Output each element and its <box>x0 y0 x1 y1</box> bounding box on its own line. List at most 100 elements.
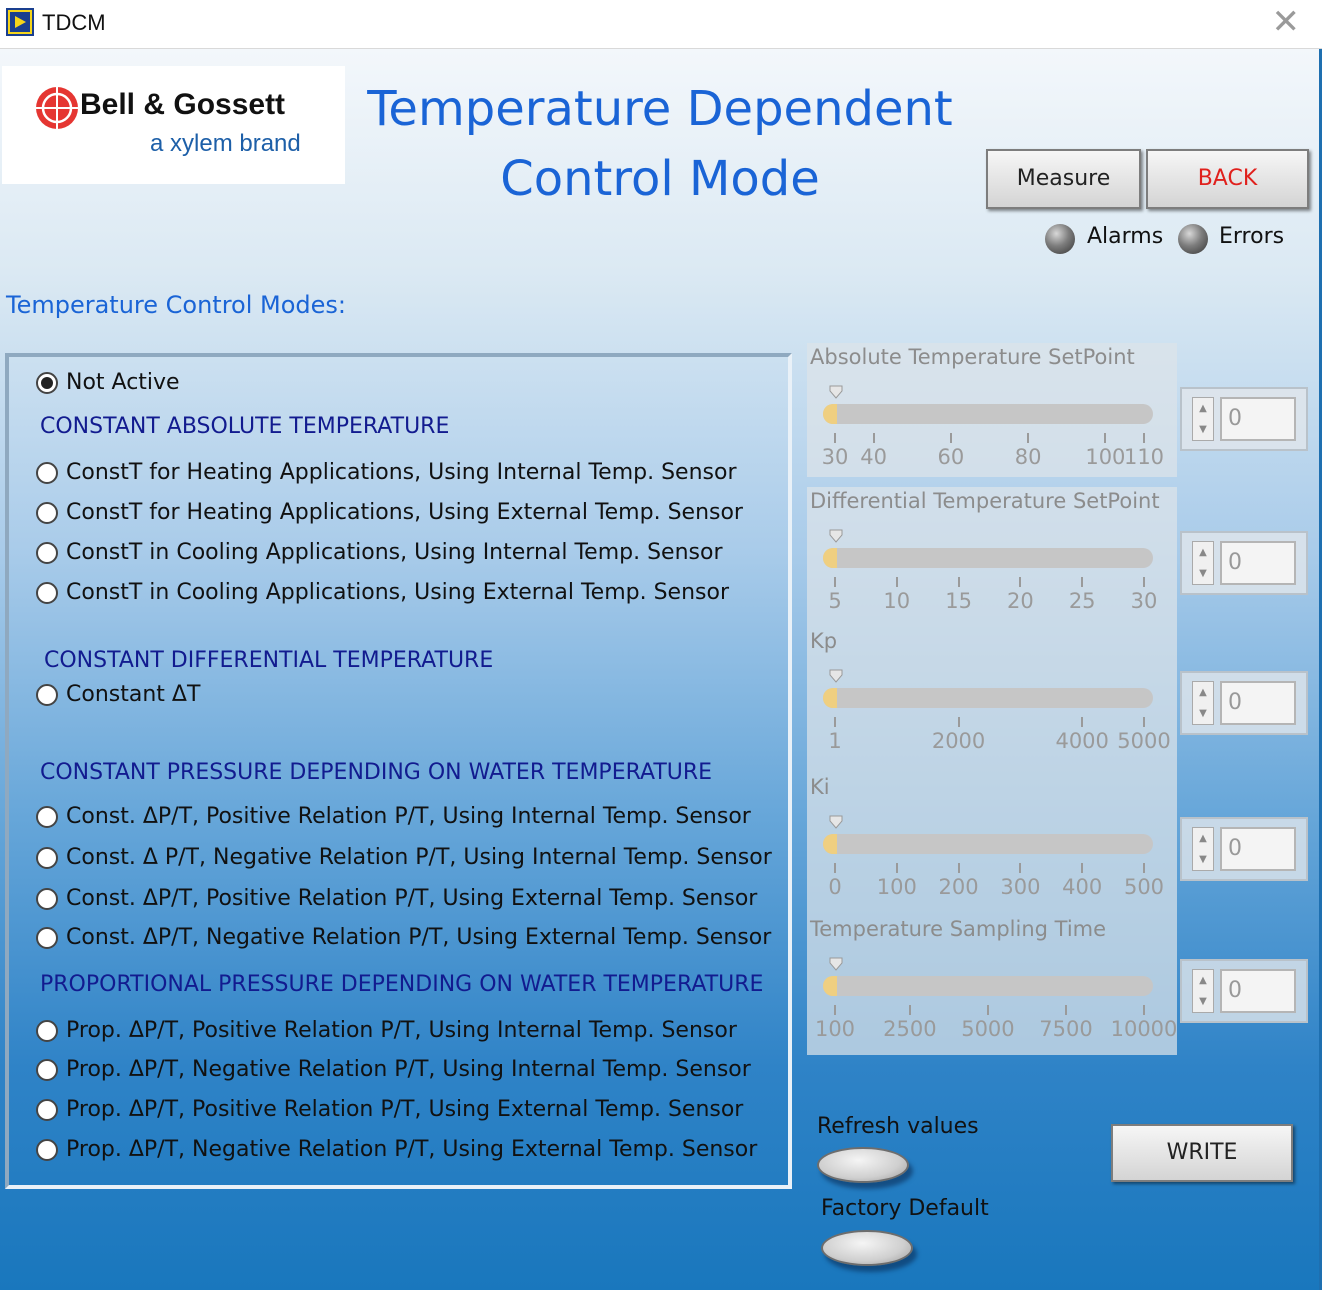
labview-app-icon <box>6 8 34 36</box>
slider-track[interactable] <box>823 548 1153 568</box>
factory-default-button[interactable] <box>821 1230 913 1266</box>
slider-tick-label: 4000 <box>1055 729 1109 753</box>
logo-name: Bell & Gossett <box>80 88 286 121</box>
radio-prop-p-negative-external[interactable]: Prop. ΔP/T, Negative Relation P/T, Using… <box>36 1137 757 1162</box>
slider-thumb-icon[interactable] <box>829 529 843 543</box>
slider-tick-label: 30 <box>1130 589 1158 613</box>
radio-button[interactable] <box>36 805 58 828</box>
radio-prop-p-positive-internal[interactable]: Prop. ΔP/T, Positive Relation P/T, Using… <box>36 1018 737 1043</box>
slider-tick-label: 400 <box>1062 875 1103 899</box>
brand-logo: Bell & Gossett a xylem brand <box>2 66 345 184</box>
slider-thumb-icon[interactable] <box>829 957 843 971</box>
slider-thumb-icon[interactable] <box>829 385 843 399</box>
page-title-line2: Control Mode <box>500 151 820 207</box>
slider-tick <box>1081 577 1084 587</box>
slider-title: Kp <box>810 629 838 653</box>
slider-tick <box>1019 863 1022 873</box>
slider-tick-label: 300 <box>1000 875 1041 899</box>
back-button[interactable]: BACK <box>1146 149 1309 209</box>
increment-arrow-icon[interactable]: ▲ <box>1199 687 1207 698</box>
radio-const-p-positive-internal[interactable]: Const. ΔP/T, Positive Relation P/T, Usin… <box>36 804 751 829</box>
measure-button-label: Measure <box>1016 166 1111 191</box>
spinner-arrows-icon[interactable]: ▲▼ <box>1192 681 1214 725</box>
logo-tagline: a xylem brand <box>150 130 301 157</box>
radio-prop-p-negative-internal[interactable]: Prop. ΔP/T, Negative Relation P/T, Using… <box>36 1057 751 1082</box>
numeric-control: ▲▼0 <box>1180 817 1308 881</box>
radio-button[interactable] <box>36 461 58 484</box>
radio-button[interactable] <box>36 1138 58 1161</box>
slider-track[interactable] <box>823 404 1153 424</box>
radio-button[interactable] <box>36 1098 58 1121</box>
radio-button[interactable] <box>36 887 58 910</box>
decrement-arrow-icon[interactable]: ▼ <box>1199 996 1207 1007</box>
slider-tick-label: 2500 <box>883 1017 937 1041</box>
spinner-arrows-icon[interactable]: ▲▼ <box>1192 541 1214 585</box>
slider-tick-label: 10000 <box>1110 1017 1178 1041</box>
radio-const-p-positive-external[interactable]: Const. ΔP/T, Positive Relation P/T, Usin… <box>36 886 757 911</box>
numeric-input[interactable]: 0 <box>1220 681 1296 725</box>
slider-tick-label: 100 <box>814 1017 856 1041</box>
radio-button[interactable] <box>36 541 58 564</box>
decrement-arrow-icon[interactable]: ▼ <box>1199 708 1207 719</box>
radio-label: ConstT for Heating Applications, Using E… <box>66 500 743 525</box>
slider-thumb-icon[interactable] <box>829 669 843 683</box>
increment-arrow-icon[interactable]: ▲ <box>1199 547 1207 558</box>
radio-constant-delta-t[interactable]: Constant ΔT <box>36 682 200 707</box>
alarms-led-icon <box>1045 224 1075 254</box>
page-title: Temperature Dependent Control Mode <box>360 74 960 214</box>
spinner-arrows-icon[interactable]: ▲▼ <box>1192 827 1214 871</box>
radio-button[interactable] <box>36 1058 58 1081</box>
slider-track[interactable] <box>823 976 1153 996</box>
slider-tick <box>1081 863 1084 873</box>
radio-not-active[interactable]: Not Active <box>36 370 180 395</box>
slider-track[interactable] <box>823 688 1153 708</box>
increment-arrow-icon[interactable]: ▲ <box>1199 833 1207 844</box>
radio-abs-cooling-external[interactable]: ConstT in Cooling Applications, Using Ex… <box>36 580 729 605</box>
numeric-input[interactable]: 0 <box>1220 541 1296 585</box>
modes-radio-group <box>5 353 792 1189</box>
slider-tick-label: 100 <box>1085 445 1126 469</box>
radio-const-p-negative-external[interactable]: Const. ΔP/T, Negative Relation P/T, Usin… <box>36 925 771 950</box>
decrement-arrow-icon[interactable]: ▼ <box>1199 854 1207 865</box>
radio-button-selected[interactable] <box>36 371 58 394</box>
slider-tick <box>1064 1005 1067 1015</box>
radio-button[interactable] <box>36 846 58 869</box>
numeric-control: ▲▼0 <box>1180 387 1308 451</box>
slider-tick-label: 100 <box>876 875 917 899</box>
write-button[interactable]: WRITE <box>1111 1124 1293 1182</box>
radio-button[interactable] <box>36 926 58 949</box>
slider-tick <box>834 577 836 587</box>
bell-gossett-logo-mark-icon <box>36 87 78 129</box>
spinner-arrows-icon[interactable]: ▲▼ <box>1192 969 1214 1013</box>
slider-tick <box>1027 433 1030 443</box>
decrement-arrow-icon[interactable]: ▼ <box>1199 568 1207 579</box>
slider-tick-label: 2000 <box>931 729 986 753</box>
radio-abs-heating-internal[interactable]: ConstT for Heating Applications, Using I… <box>36 460 736 485</box>
radio-label: Prop. ΔP/T, Positive Relation P/T, Using… <box>66 1097 744 1122</box>
radio-prop-p-positive-external[interactable]: Prop. ΔP/T, Positive Relation P/T, Using… <box>36 1097 743 1122</box>
close-icon[interactable]: ✕ <box>1271 2 1301 42</box>
slider-tick-label: 25 <box>1068 589 1096 613</box>
spinner-arrows-icon[interactable]: ▲▼ <box>1192 397 1214 441</box>
slider-tick <box>957 863 960 873</box>
slider-track[interactable] <box>823 834 1153 854</box>
numeric-input[interactable]: 0 <box>1220 397 1296 441</box>
slider-fill <box>823 548 837 568</box>
measure-button[interactable]: Measure <box>986 149 1141 209</box>
decrement-arrow-icon[interactable]: ▼ <box>1199 424 1207 435</box>
slider-tick <box>1143 577 1145 587</box>
slider-thumb-icon[interactable] <box>829 815 843 829</box>
increment-arrow-icon[interactable]: ▲ <box>1199 403 1207 414</box>
numeric-input[interactable]: 0 <box>1220 827 1296 871</box>
radio-button[interactable] <box>36 683 58 706</box>
radio-const-p-negative-internal[interactable]: Const. Δ P/T, Negative Relation P/T, Usi… <box>36 845 772 870</box>
radio-abs-heating-external[interactable]: ConstT for Heating Applications, Using E… <box>36 500 743 525</box>
radio-button[interactable] <box>36 581 58 604</box>
slider-tick-label: 0 <box>828 875 842 899</box>
radio-button[interactable] <box>36 501 58 524</box>
increment-arrow-icon[interactable]: ▲ <box>1199 975 1207 986</box>
radio-abs-cooling-internal[interactable]: ConstT in Cooling Applications, Using In… <box>36 540 723 565</box>
numeric-input[interactable]: 0 <box>1220 969 1296 1013</box>
refresh-values-button[interactable] <box>817 1147 909 1183</box>
radio-button[interactable] <box>36 1019 58 1042</box>
